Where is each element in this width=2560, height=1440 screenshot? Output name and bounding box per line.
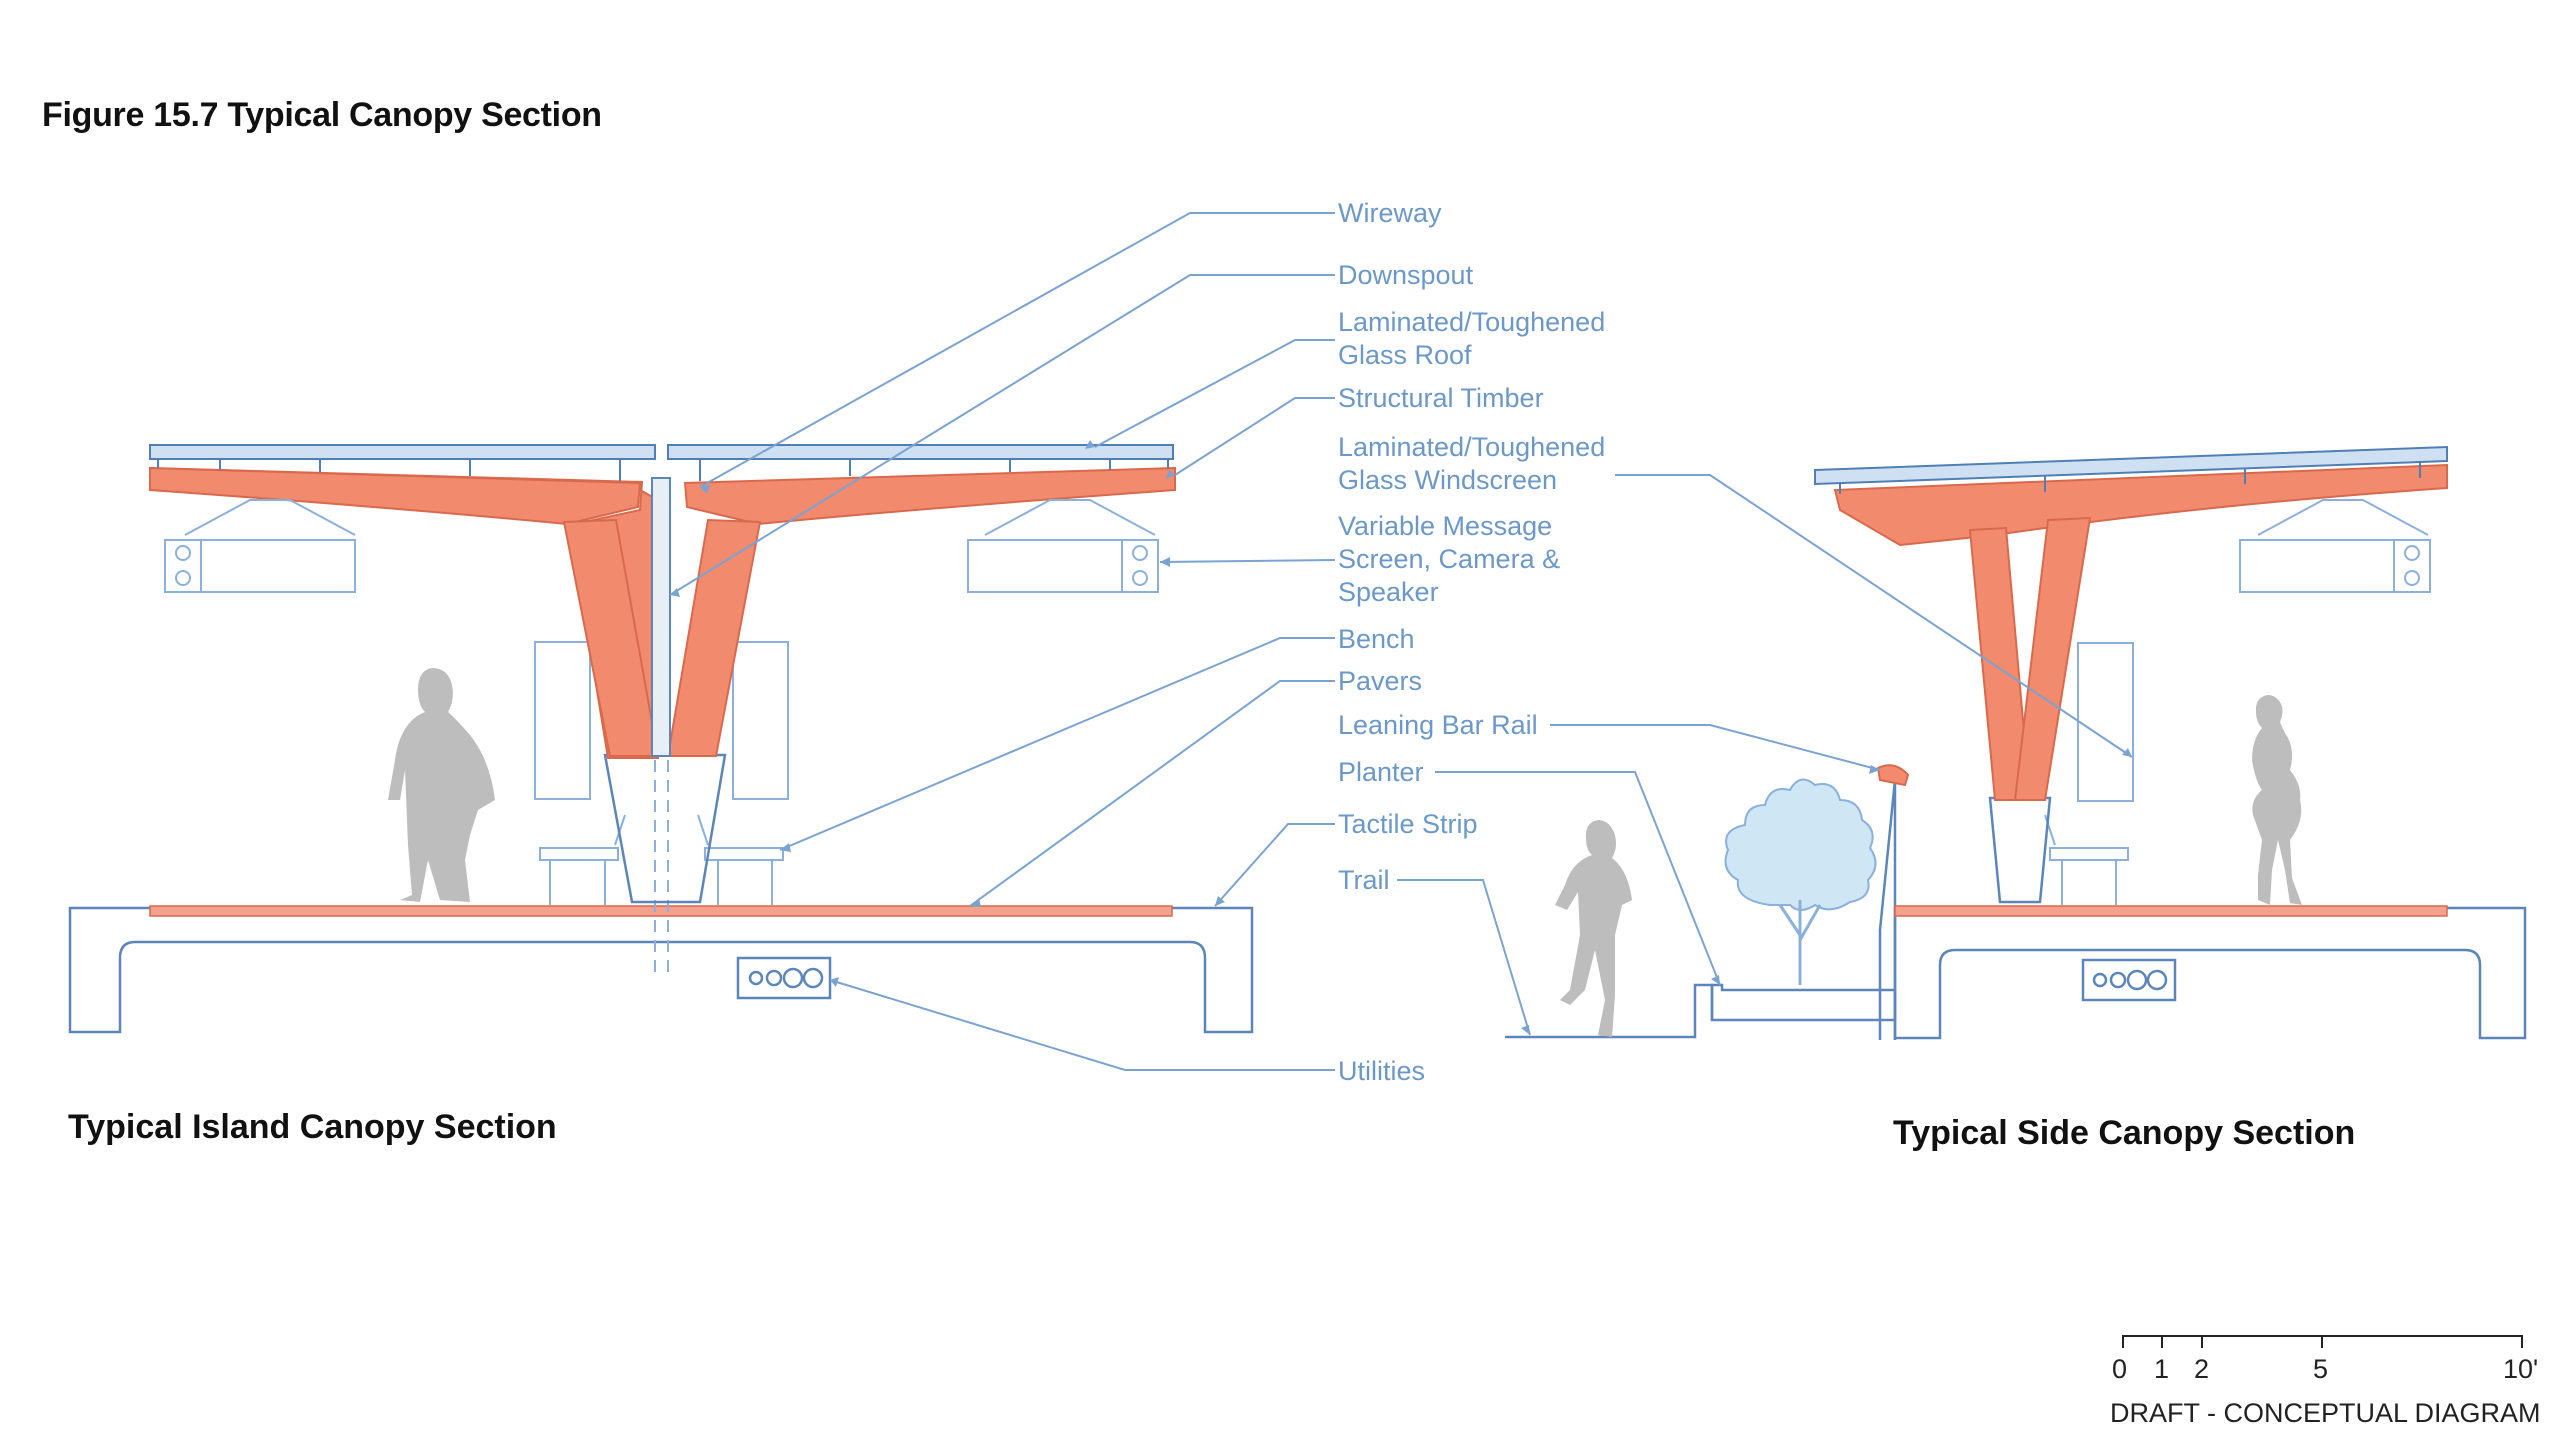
trail-ground — [1505, 983, 1895, 1039]
island-vms-right — [967, 499, 1159, 593]
side-column-base — [1988, 796, 2052, 904]
side-bench — [2044, 814, 2129, 905]
label-pavers: Pavers — [1338, 666, 1422, 696]
island-section-title: Typical Island Canopy Section — [68, 1108, 557, 1146]
figure-title: Figure 15.7 Typical Canopy Section — [42, 96, 602, 134]
label-trail: Trail — [1338, 865, 1390, 895]
island-glass-roof-right — [667, 444, 1174, 481]
label-wireway: Wireway — [1338, 198, 1442, 228]
scale-tick-0: 0 — [2112, 1354, 2127, 1384]
planter-box — [1710, 983, 1897, 1020]
island-platform-slab — [68, 906, 1254, 1034]
island-person-figure — [388, 668, 495, 902]
label-tactile-strip: Tactile Strip — [1338, 809, 1478, 839]
scale-tick-1: 1 — [2154, 1354, 2169, 1384]
label-downspout: Downspout — [1338, 260, 1474, 290]
side-timber-beam — [1833, 463, 2448, 547]
side-glass-roof — [1814, 445, 2448, 494]
side-platform-slab — [1893, 906, 2527, 1040]
scale-tick-2: 2 — [2194, 1354, 2209, 1384]
scale-tick-5: 5 — [2313, 1354, 2328, 1384]
side-section-title: Typical Side Canopy Section — [1893, 1114, 2355, 1152]
island-pavers — [149, 905, 1173, 917]
island-column-base — [603, 753, 727, 904]
island-bench-left — [539, 814, 626, 905]
label-leaning-bar-rail: Leaning Bar Rail — [1338, 710, 1538, 740]
island-bench-right — [697, 814, 784, 905]
label-utilities: Utilities — [1338, 1056, 1425, 1086]
label-glass-roof-line2: Glass Roof — [1338, 340, 1472, 370]
side-utilities-box — [2081, 958, 2177, 1002]
scale-tick-10: 10' — [2503, 1354, 2538, 1384]
label-vms-line3: Speaker — [1338, 577, 1439, 607]
island-utilities-box — [736, 956, 832, 1000]
trail-person-figure — [1555, 820, 1632, 1037]
side-pavers — [1894, 905, 2448, 917]
island-vms-left — [164, 499, 356, 593]
leader-lines — [669, 212, 2133, 1071]
scale-bar: 0 1 2 5 10' DRAFT - CONCEPTUAL DIAGRAM — [2110, 1335, 2541, 1428]
side-windscreen — [2077, 642, 2134, 802]
callout-labels: Wireway Downspout Laminated/Toughened Gl… — [1338, 198, 1605, 1086]
label-windscreen-line2: Glass Windscreen — [1338, 465, 1557, 495]
label-bench: Bench — [1338, 624, 1415, 654]
island-glass-roof-left — [149, 444, 656, 481]
leaning-bar-rail — [1876, 764, 1910, 787]
island-windscreen-right — [732, 641, 789, 800]
label-vms-line2: Screen, Camera & — [1338, 544, 1560, 574]
side-canopy-section — [1505, 445, 2527, 1040]
label-windscreen-line1: Laminated/Toughened — [1338, 432, 1605, 462]
island-downspout — [651, 477, 671, 757]
label-glass-roof-line1: Laminated/Toughened — [1338, 307, 1605, 337]
label-planter: Planter — [1338, 757, 1424, 787]
label-structural-timber: Structural Timber — [1338, 383, 1544, 413]
label-vms-line1: Variable Message — [1338, 511, 1552, 541]
leaning-bar-rail-post — [1878, 779, 1897, 1040]
draft-note: DRAFT - CONCEPTUAL DIAGRAM — [2110, 1398, 2541, 1428]
island-windscreen-left — [534, 641, 591, 800]
side-person-figure — [2252, 695, 2302, 905]
side-vms — [2239, 499, 2431, 593]
island-canopy-section — [68, 444, 1254, 1034]
planter-tree — [1724, 778, 1877, 911]
